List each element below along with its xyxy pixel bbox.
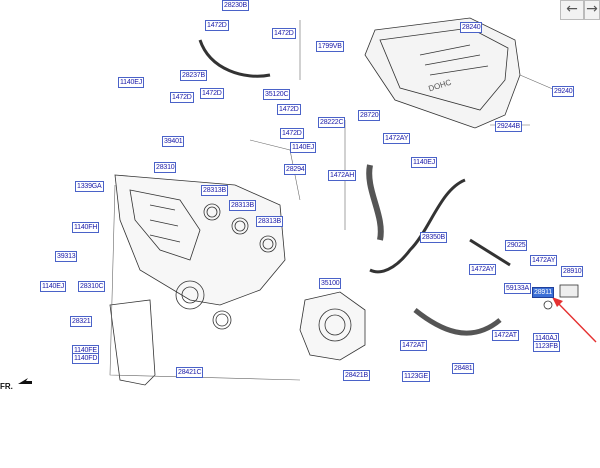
part-callout[interactable]: 28310: [154, 162, 177, 173]
part-callout[interactable]: 29244B: [495, 121, 522, 132]
part-callout[interactable]: 28237B: [180, 70, 207, 81]
gasket-rings-illustration: [203, 203, 277, 330]
part-callout[interactable]: 1472AT: [400, 340, 427, 351]
part-callout[interactable]: 28310C: [78, 281, 106, 292]
part-callout[interactable]: 28350B: [420, 232, 447, 243]
part-callout[interactable]: 1472AY: [530, 255, 558, 266]
part-callout[interactable]: 28421B: [343, 370, 370, 381]
part-callout[interactable]: 1123GE: [402, 371, 430, 382]
arrow-left-icon: ←: [566, 1, 578, 17]
part-callout[interactable]: 28313B: [201, 185, 228, 196]
part-callout[interactable]: 1140EJ: [290, 142, 317, 153]
part-callout[interactable]: 1140FD: [72, 353, 100, 364]
part-callout[interactable]: 35100: [319, 278, 342, 289]
highlighted-part-callout[interactable]: 28911: [532, 287, 554, 298]
part-callout[interactable]: 39313: [55, 251, 78, 262]
part-callout[interactable]: 35120C: [263, 89, 291, 100]
front-direction-arrow: [18, 378, 32, 384]
intake-manifold-illustration: [114, 174, 286, 310]
part-callout[interactable]: 1472D: [277, 104, 301, 115]
part-callout[interactable]: 1140EJ: [118, 77, 145, 88]
part-callout[interactable]: 1472AY: [383, 133, 411, 144]
part-callout[interactable]: 1472AT: [492, 330, 519, 341]
part-callout[interactable]: 1339GA: [75, 181, 104, 192]
bracket-illustration: [109, 299, 156, 386]
hose-illustration: [198, 39, 511, 336]
part-callout[interactable]: 1472AH: [328, 170, 357, 181]
engine-cover-illustration: DOHC: [364, 17, 521, 129]
part-callout[interactable]: 28313B: [256, 216, 283, 227]
part-callout[interactable]: 1472AY: [469, 264, 497, 275]
sensor-illustration: [543, 284, 579, 310]
part-callout[interactable]: 59133A: [504, 283, 531, 294]
part-callout[interactable]: 28481: [452, 363, 475, 374]
part-callout[interactable]: 1140EJ: [411, 157, 438, 168]
part-callout[interactable]: 1472D: [272, 28, 296, 39]
part-callout[interactable]: 28240: [460, 22, 483, 33]
part-callout[interactable]: 29025: [505, 240, 528, 251]
part-callout[interactable]: 1472D: [280, 128, 304, 139]
part-callout[interactable]: 1123FB: [533, 341, 560, 352]
throttle-body-illustration: [299, 291, 366, 361]
part-callout[interactable]: 28720: [358, 110, 381, 121]
part-callout[interactable]: 39401: [162, 136, 185, 147]
part-callout[interactable]: 28230B: [222, 0, 249, 11]
back-nav-button[interactable]: ←: [560, 0, 584, 20]
part-callout[interactable]: 28313B: [229, 200, 256, 211]
part-callout[interactable]: 1140EJ: [40, 281, 67, 292]
part-callout[interactable]: 28910: [561, 266, 584, 277]
part-callout[interactable]: 28421C: [176, 367, 204, 378]
part-callout[interactable]: 28321: [70, 316, 93, 327]
part-callout[interactable]: 1472D: [200, 88, 224, 99]
arrow-right-icon: →: [586, 1, 598, 17]
part-callout[interactable]: 1799VB: [316, 41, 344, 52]
forward-nav-button[interactable]: →: [584, 0, 600, 20]
part-callout[interactable]: 28222C: [318, 117, 346, 128]
part-callout[interactable]: 28294: [284, 164, 307, 175]
pointer-arrow: [552, 297, 597, 343]
part-callout[interactable]: 1472D: [170, 92, 194, 103]
part-callout[interactable]: 1140FH: [72, 222, 100, 233]
part-callout[interactable]: 1472D: [205, 20, 229, 31]
front-orientation-label: FR.: [0, 382, 13, 391]
part-callout[interactable]: 29240: [552, 86, 575, 97]
